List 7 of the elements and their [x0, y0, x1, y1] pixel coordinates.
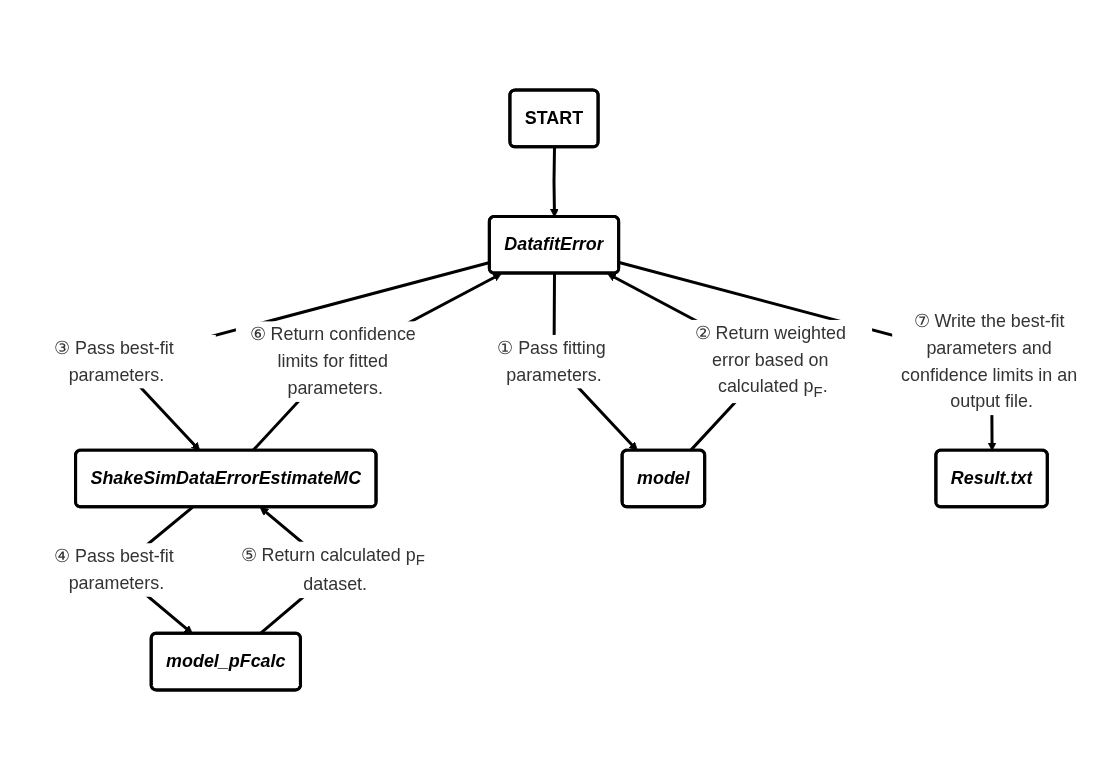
- edge-label: ⑥ Return confidence limits for fitted parameters.: [249, 323, 416, 398]
- edge-label: ③ Pass best-fit parameters.: [53, 337, 174, 384]
- edge-label: ④ Pass best-fit parameters.: [53, 545, 174, 593]
- edge-label: ① Pass fitting parameters.: [496, 337, 606, 384]
- edge-label: ⑦ Write the best-fit parameters and confidence limits in an output file.: [900, 310, 1077, 411]
- edge-label: ⑤ Return calculated p$_{F}$ dataset.: [240, 544, 425, 594]
- edge-label: ② Return weighted error based on calculated p$_{F}$.: [694, 322, 846, 400]
